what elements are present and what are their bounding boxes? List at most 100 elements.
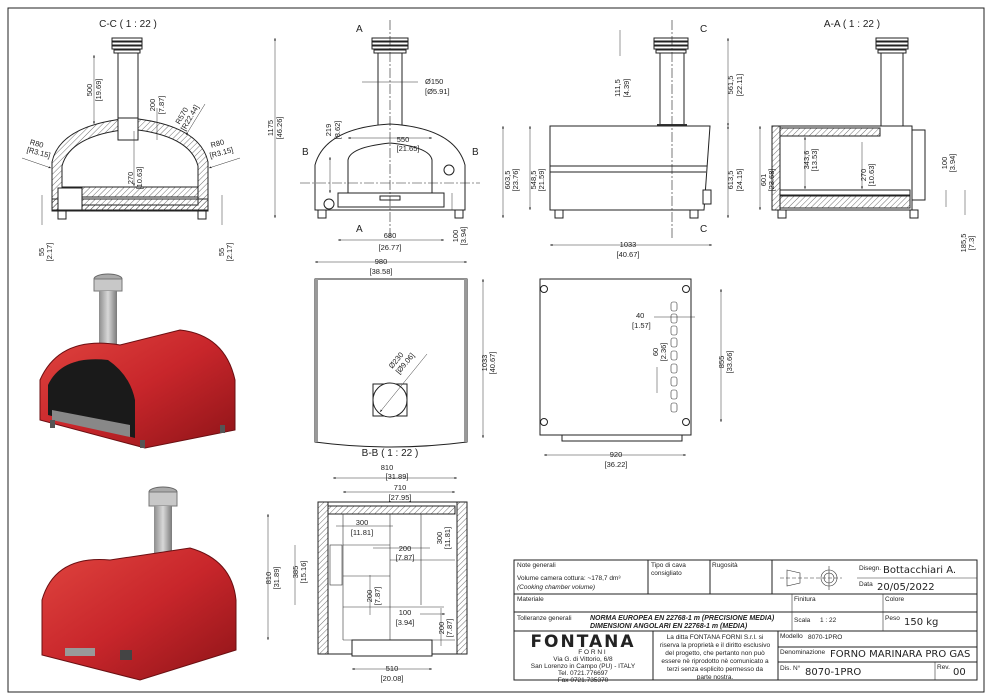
- oven-body: [549, 125, 711, 211]
- data-value: 20/05/2022: [877, 582, 935, 593]
- dim-label: 1175: [266, 120, 275, 136]
- section-marker-b: B: [302, 147, 309, 158]
- section-view-bb: B-B ( 1 : 22 ) 810 [31.89] 710 [27.95] 3…: [264, 448, 468, 683]
- dim-label: [15.16]: [299, 561, 308, 584]
- foot: [57, 210, 67, 220]
- dim-label: [7.87]: [396, 553, 415, 562]
- dim-label: [3.94]: [948, 154, 957, 173]
- dim-label: 200: [399, 544, 412, 553]
- projection-symbol-icon: [780, 566, 842, 590]
- dim-label: [13.53]: [810, 149, 819, 172]
- fontana-logo-sub: F O R N I: [578, 649, 606, 656]
- rights-notice: del progetto, che pertanto non può: [665, 650, 765, 657]
- gas-knob: [323, 198, 335, 210]
- bottom-view: 40 [1.57] 60 [2.36] 855 [33.66] 920 [36.…: [539, 278, 734, 469]
- dim-label: [21.59]: [537, 169, 546, 192]
- dim-label: 55: [37, 248, 46, 256]
- company-address: San Lorenzo in Campo (PU) - ITALY: [531, 663, 636, 670]
- data-label: Data: [859, 581, 873, 588]
- dim-label: [10.63]: [135, 167, 144, 190]
- dim-label: 55: [217, 248, 226, 256]
- finitura-label: Finitura: [794, 596, 816, 603]
- denominazione-value: FORNO MARINARA PRO GAS: [830, 649, 970, 660]
- chimney-pipe: [99, 291, 117, 353]
- rights-notice: essere nè riprodotto nè comunicato a: [661, 658, 769, 665]
- rights-notice: La ditta FONTANA FORNI S.r.l. si: [667, 634, 764, 641]
- denominazione-label: Denominazione: [780, 649, 826, 656]
- dim-label: [3.94]: [396, 618, 415, 627]
- cava-label: consigliato: [651, 570, 682, 577]
- dim-label: 185,5: [959, 234, 968, 253]
- company-phone: Tel. 0721.776697: [558, 670, 608, 677]
- dim-label: [38.58]: [370, 267, 393, 276]
- oven-render-back: [41, 486, 237, 681]
- dim-label: [R3.15]: [26, 145, 52, 160]
- dim-label: 680: [384, 231, 397, 240]
- dim-label: [23.76]: [511, 169, 520, 192]
- front-view: A A B B 1175 [46.26] Ø150 [Ø5.91] 219 [8…: [266, 20, 480, 252]
- modello-label: Modello: [780, 633, 803, 640]
- dis-value: 8070-1PRO: [805, 667, 861, 678]
- rights-notice: terzi senza esplicito permesso da: [667, 666, 763, 673]
- modello-value: 8070-1PRO: [808, 634, 842, 641]
- oven-render-front: [39, 273, 236, 449]
- dim-label: [Ø5.91]: [425, 87, 450, 96]
- title-block: Note generali Volume camera cottura: ~17…: [513, 559, 978, 684]
- dim-label: [8.62]: [333, 121, 342, 140]
- dim-label: [10.63]: [867, 164, 876, 187]
- dim-label: [7.87]: [373, 587, 382, 606]
- dim-label: [23.68]: [767, 169, 776, 192]
- dis-label: Dis. N°: [780, 664, 801, 672]
- dim-label: 100: [399, 608, 412, 617]
- section-marker-a: A: [356, 24, 363, 35]
- fontana-logo: FONTANA: [530, 632, 635, 652]
- tolleranze-angular: DIMENSIONI ANGOLARI EN 22768-1 m (MEDIA): [590, 623, 748, 630]
- section-view-cc: C-C ( 1 : 22 ) 500 [19.69] 200 [7.87] R5…: [21, 19, 241, 262]
- dim-label: [7.3]: [967, 236, 976, 251]
- dim-label: 810: [381, 463, 394, 472]
- tolleranze-norm: NORMA EUROPEA EN 22768-1 m (PRECISIONE M…: [590, 615, 775, 622]
- side-view: C C 111,5 [4.39] 561,5 [22.11] 603,5 [23…: [502, 20, 744, 259]
- dim-label: 550: [397, 135, 410, 144]
- dim-label: [11.81]: [443, 527, 452, 549]
- rights-notice: parte nostra.: [697, 674, 734, 681]
- dim-label: [19.69]: [94, 79, 103, 102]
- dim-label: [20.08]: [381, 674, 404, 683]
- dim-label: 613,5: [726, 171, 735, 190]
- dim-label: [31.89]: [272, 567, 281, 590]
- section-marker-a: A: [356, 224, 363, 235]
- disegn-label: Disegn.: [859, 565, 881, 572]
- rights-notice: riserva la proprietà e il diritto esclus…: [660, 642, 771, 649]
- tolleranze-label: Tolleranze generali: [517, 615, 572, 622]
- dim-label: 1033: [620, 240, 637, 249]
- dim-label: [2.17]: [225, 243, 234, 262]
- dim-label: 100: [940, 157, 949, 170]
- chimney-cap: [111, 37, 143, 54]
- note-volume-en: (Cooking chamber volume): [517, 584, 595, 591]
- view-title-aa: A-A ( 1 : 22 ): [824, 19, 880, 30]
- dim-label: [1.57]: [632, 321, 651, 330]
- scala-value: 1 : 22: [820, 617, 837, 624]
- dim-label: 300: [435, 532, 444, 545]
- dim-label: [7.87]: [157, 96, 166, 115]
- dim-label: 855: [717, 356, 726, 369]
- dim-label: 200: [365, 590, 374, 603]
- dim-label: R80: [210, 137, 226, 149]
- oven-roof-outline: [314, 278, 468, 448]
- section-marker-c: C: [700, 24, 707, 35]
- dim-label: [2.36]: [659, 343, 668, 362]
- dim-label: [11.81]: [351, 528, 373, 537]
- dim-label: [22.11]: [735, 74, 744, 96]
- rugosita-label: Rugosità: [712, 562, 738, 569]
- dim-label: [33.66]: [725, 351, 734, 374]
- rev-value: 00: [953, 667, 966, 678]
- dim-label: 601: [759, 174, 768, 187]
- dim-label: [40.67]: [488, 352, 497, 375]
- gas-burner: [57, 187, 83, 211]
- materiale-label: Materiale: [517, 596, 544, 603]
- company-fax: Fax 0721.735370: [558, 677, 609, 684]
- rev-label: Rev.: [937, 664, 950, 671]
- dim-label: R80: [29, 137, 45, 149]
- dim-label: [4.39]: [622, 79, 631, 98]
- oven-base-outline: [539, 278, 692, 436]
